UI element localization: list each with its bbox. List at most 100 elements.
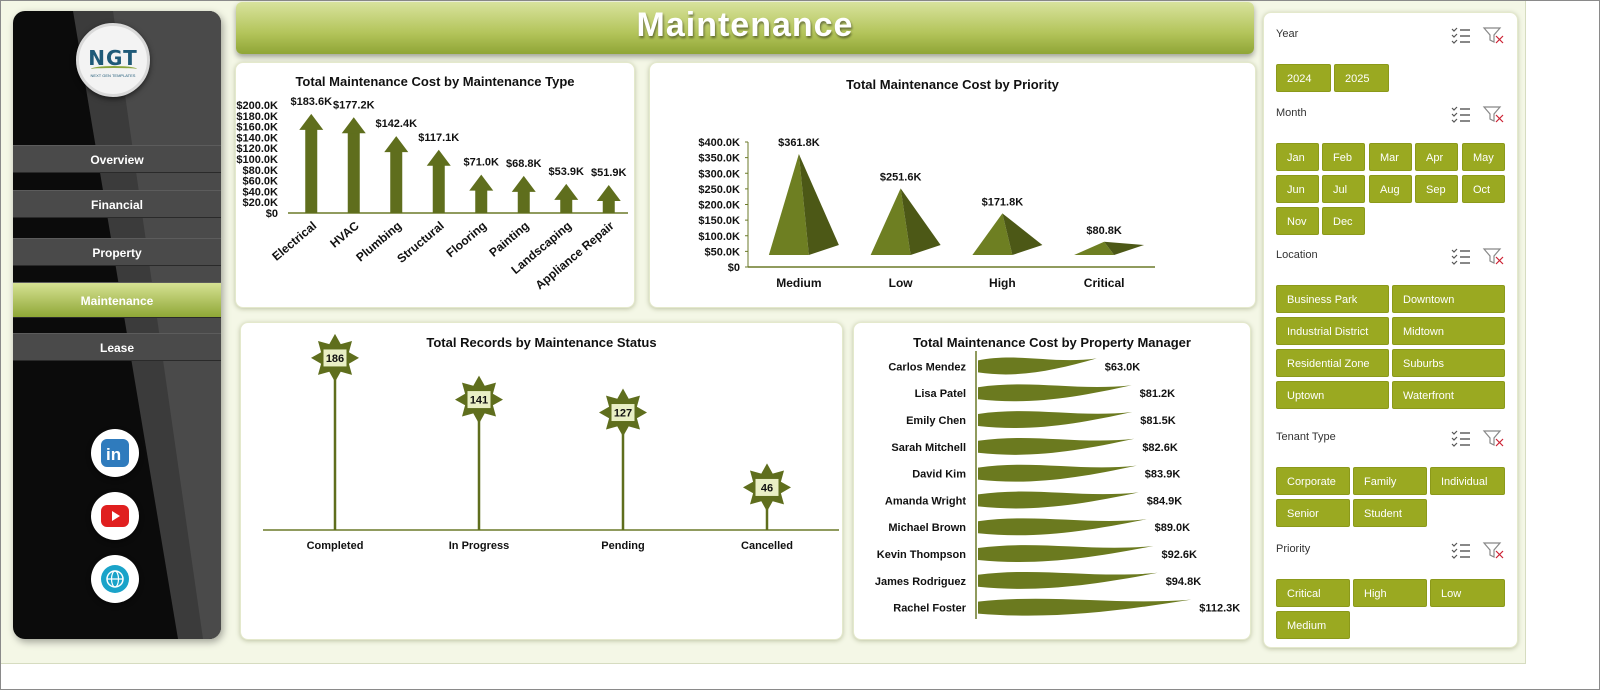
multi-select-icon (1451, 27, 1470, 44)
slicer-chip[interactable]: Suburbs (1392, 349, 1505, 377)
y-tick-label: Amanda Wright (885, 495, 966, 507)
slicer-chip[interactable]: 2024 (1276, 64, 1331, 92)
star-label-box (610, 403, 636, 423)
linkedin-button[interactable]: in (91, 429, 139, 477)
slicer-chip[interactable]: Jan (1276, 143, 1319, 171)
y-tick-label: $150.0K (698, 215, 740, 227)
y-tick-label: $0 (266, 208, 278, 220)
bar-arrow (341, 117, 366, 213)
check-mark (1451, 548, 1458, 553)
data-label: $84.9K (1147, 495, 1183, 507)
star-label-box (322, 348, 348, 368)
data-label: $83.9K (1145, 469, 1181, 481)
slicer-chip[interactable]: Midtown (1392, 317, 1505, 345)
slicer-chip[interactable]: Student (1353, 499, 1427, 527)
bar-shaft (475, 188, 488, 213)
youtube-button[interactable] (91, 492, 139, 540)
x-tick-label: Pending (601, 540, 644, 552)
globe-icon (101, 565, 129, 593)
slicer-chip[interactable]: Corporate (1276, 467, 1350, 495)
slicer-chip[interactable]: Senior (1276, 499, 1350, 527)
pyramid-bar (1074, 241, 1145, 255)
y-tick-label: $200.0K (236, 100, 278, 112)
bar-shaft (432, 163, 445, 213)
slicer-chip[interactable]: Mar (1369, 143, 1412, 171)
pyramid-face-side (1104, 241, 1145, 255)
slicer-chip[interactable]: Dec (1322, 207, 1365, 235)
x-tick-label: Medium (776, 276, 821, 290)
slicer-chip[interactable]: Business Park (1276, 285, 1389, 313)
slicer-chip[interactable]: Individual (1430, 467, 1505, 495)
bar-shaft (347, 131, 360, 213)
clear-filter-icon (1482, 27, 1504, 44)
nav-lease[interactable]: Lease (13, 333, 221, 361)
panel-cost-by-type: Total Maintenance Cost by Maintenance Ty… (235, 62, 635, 308)
check-mark (1451, 430, 1458, 435)
wave-bar (978, 598, 1192, 616)
slicer-chip[interactable]: May (1462, 143, 1505, 171)
multi-select-icon (1451, 430, 1470, 447)
slicer-chip[interactable]: Critical (1276, 579, 1350, 607)
data-label: $117.1K (418, 132, 459, 144)
data-label: $82.6K (1142, 442, 1178, 454)
slicer-chip[interactable]: Oct (1462, 175, 1505, 203)
slicer-chip[interactable]: Waterfront (1392, 381, 1505, 409)
check-mark (1451, 442, 1458, 447)
slicer-chip[interactable]: Family (1353, 467, 1427, 495)
slicer-chip[interactable]: Nov (1276, 207, 1319, 235)
clear-x-line (1495, 114, 1504, 123)
slicer-chip[interactable]: Jul (1322, 175, 1365, 203)
check-mark (1451, 260, 1458, 265)
slicer-chip[interactable]: Low (1430, 579, 1505, 607)
y-tick-label: $100.0K (236, 154, 278, 166)
slicer-icon-group (1451, 430, 1504, 447)
y-tick-label: Rachel Foster (893, 603, 966, 615)
sidebar: NGT NEXT GEN TEMPLATES Overview Financia… (13, 11, 221, 639)
slicer-title: Month (1276, 107, 1307, 119)
x-tick-label: Critical (1084, 276, 1125, 290)
slicer-title: Year (1276, 28, 1299, 40)
y-tick-label: $250.0K (698, 184, 740, 196)
slicer-chip[interactable]: Jun (1276, 175, 1319, 203)
slicer-icons (1450, 539, 1510, 561)
bar-shaft (602, 198, 615, 213)
pyramid-face-front (1074, 241, 1115, 255)
data-label: $71.0K (464, 157, 500, 169)
chart-cost-by-type: $0$20.0K$40.0K$60.0K$80.0K$100.0K$120.0K… (236, 96, 628, 292)
slicer-chip[interactable]: Industrial District (1276, 317, 1389, 345)
slicer-chip[interactable]: Medium (1276, 611, 1350, 639)
slicer-chip[interactable]: Apr (1415, 143, 1458, 171)
slicer-chip[interactable]: Aug (1369, 175, 1412, 203)
x-tick-label: High (989, 276, 1016, 290)
slicer-chip[interactable]: Uptown (1276, 381, 1389, 409)
y-tick-label: $20.0K (243, 197, 279, 209)
svg-text:in: in (106, 445, 121, 464)
clear-filter-icon (1482, 430, 1504, 447)
nav-property[interactable]: Property (13, 238, 221, 266)
pyramid-face-side (900, 188, 941, 255)
slicer-chip[interactable]: Feb (1322, 143, 1365, 171)
slicer-chip[interactable]: Downtown (1392, 285, 1505, 313)
wave-bar (978, 518, 1147, 536)
data-label: $183.6K (290, 96, 332, 108)
slicer-icons (1450, 245, 1510, 267)
slicer-chip[interactable]: Sep (1415, 175, 1458, 203)
x-tick-label: In Progress (449, 540, 510, 552)
slicer-chip[interactable]: 2025 (1334, 64, 1389, 92)
slicer-chip[interactable]: Residential Zone (1276, 349, 1389, 377)
slicer-icons (1450, 24, 1510, 46)
logo-subtext: NEXT GEN TEMPLATES (90, 73, 136, 78)
slicer-icons (1450, 103, 1510, 125)
wave-bar (978, 491, 1139, 509)
funnel-shape (1482, 27, 1502, 43)
bar-arrow (469, 174, 494, 213)
nav-overview[interactable]: Overview (13, 145, 221, 173)
multi-select-icon (1451, 542, 1470, 559)
nav-maintenance[interactable]: Maintenance (13, 282, 221, 318)
slicer-chip[interactable]: High (1353, 579, 1427, 607)
data-label: 127 (614, 408, 632, 420)
nav-financial[interactable]: Financial (13, 190, 221, 218)
website-button[interactable] (91, 555, 139, 603)
